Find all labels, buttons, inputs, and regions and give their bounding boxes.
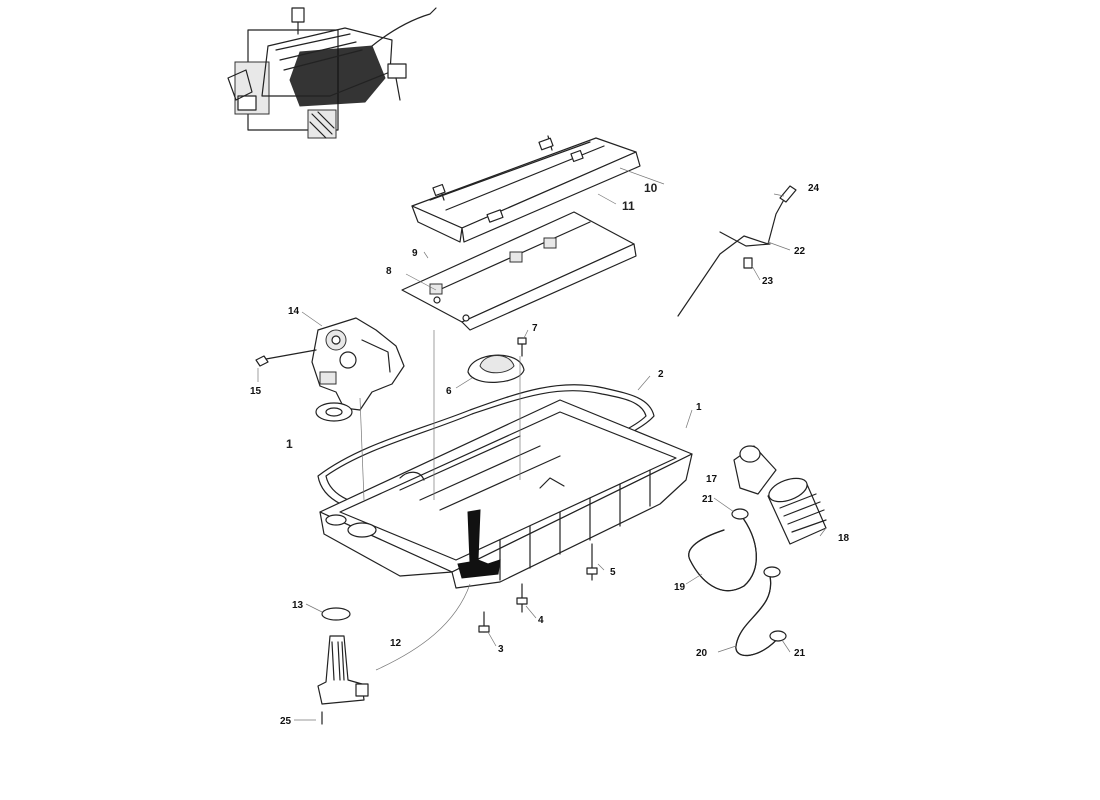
dipstick-handle-part-24 xyxy=(779,185,797,203)
seal-ring-part-1 xyxy=(315,402,353,422)
oil-pump-part-14 xyxy=(311,317,405,411)
leader-line-12 xyxy=(375,583,471,671)
filter-housing-part-17 xyxy=(733,445,777,495)
callout-24: 24 xyxy=(808,183,820,194)
callout-4: 4 xyxy=(538,615,544,626)
bolt-part-5 xyxy=(586,543,598,581)
callout-21-upper: 21 xyxy=(702,494,714,505)
bracket-part-23 xyxy=(743,257,753,269)
hose-part-20 xyxy=(735,575,781,657)
callout-1: 1 xyxy=(696,402,702,413)
oil-level-sensor-part-12 xyxy=(317,635,369,705)
callout-17: 17 xyxy=(706,474,718,485)
bolt-part-4 xyxy=(516,583,528,613)
callout-12: 12 xyxy=(390,638,402,649)
callout-8: 8 xyxy=(386,266,392,277)
oil-filter-part-18 xyxy=(767,477,827,545)
callout-20: 20 xyxy=(696,648,708,659)
callout-18: 18 xyxy=(838,533,850,544)
callout-13: 13 xyxy=(292,600,304,611)
callout-labels: 10 11 24 22 23 9 8 14 7 15 6 2 1 1 17 21… xyxy=(250,181,850,727)
callout-9: 9 xyxy=(412,248,418,259)
hose-part-19 xyxy=(688,513,757,592)
o-ring-part-13 xyxy=(321,607,351,621)
engine-overview-thumbnail xyxy=(227,7,437,139)
callout-7: 7 xyxy=(532,323,538,334)
bolt-part-15 xyxy=(255,349,317,367)
oil-level-sensor-installed xyxy=(457,509,501,579)
hose-clamp-part-21-upper xyxy=(731,508,749,520)
callout-10: 10 xyxy=(644,181,658,195)
oil-pan-part-1 xyxy=(319,399,693,589)
callout-21-lower: 21 xyxy=(794,648,806,659)
callout-15: 15 xyxy=(250,386,262,397)
oil-baffle-tray-part-8 xyxy=(401,211,637,331)
callout-25: 25 xyxy=(280,716,292,727)
callout-11: 11 xyxy=(622,199,635,213)
bolt-part-3 xyxy=(478,611,490,633)
bolt-part-7 xyxy=(517,337,527,357)
callout-14: 14 xyxy=(288,306,300,317)
hose-clamp-upper-right xyxy=(763,566,781,578)
callout-23: 23 xyxy=(762,276,774,287)
dipstick-tube-part-22 xyxy=(677,195,787,317)
callout-19: 19 xyxy=(674,582,686,593)
callout-5: 5 xyxy=(610,567,616,578)
hose-clamp-part-21-lower xyxy=(769,630,787,642)
callout-2: 2 xyxy=(658,369,664,380)
callout-3: 3 xyxy=(498,644,504,655)
callout-1-seal: 1 xyxy=(286,437,293,451)
callout-leaders xyxy=(257,167,827,721)
callout-6: 6 xyxy=(446,386,452,397)
baffle-plate-part-10 xyxy=(411,135,641,243)
cover-cap-part-6 xyxy=(467,354,525,383)
callout-22: 22 xyxy=(794,246,806,257)
